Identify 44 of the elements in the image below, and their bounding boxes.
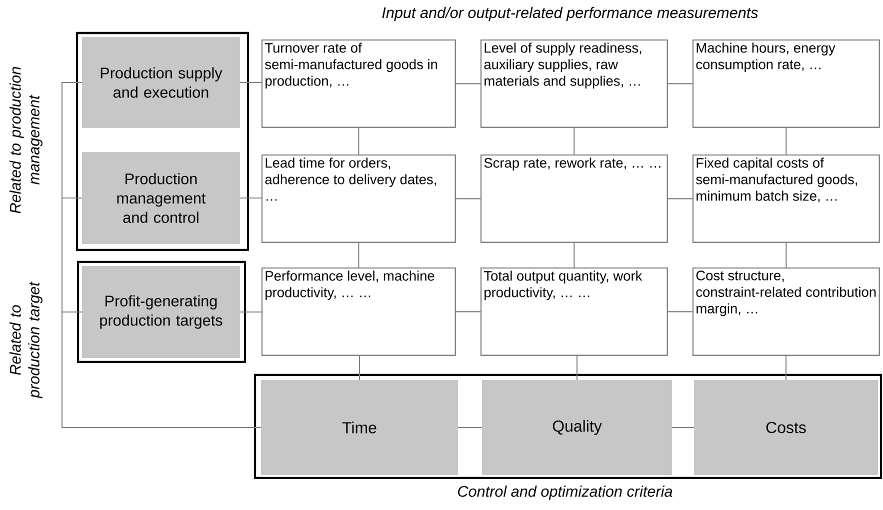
connector-line [455,198,481,200]
connector-line [61,197,82,313]
connector-line [574,127,575,155]
connector-line [240,82,262,84]
category-box: Profit-generating production targets [82,266,240,358]
measure-box: Total output quantity, work productivity, … … [480,267,668,356]
frame-box [76,32,250,252]
column-heading: Input and/or output-related performance measurements [382,6,758,22]
connector-line [672,426,694,428]
criterion-box: Costs [694,380,878,475]
frame-box [76,260,246,364]
connector-line [576,355,578,380]
connector-line [455,83,481,84]
measure-box: Fixed capital costs of semi-manufactured goods, minimum batch size, … [692,154,880,243]
category-box: Production management and control [82,152,240,244]
category-box: Production supply and execution [82,37,240,128]
criterion-box: Quality [482,380,672,475]
connector-line [61,82,82,199]
measure-box: Machine hours, energy consumption rate, … [692,39,880,128]
connector-line [240,197,262,199]
row-group-label: Related to production management [10,67,42,214]
connector-line [667,83,693,84]
measure-box: Lead time for orders, adherence to delivery dates, … [261,154,456,243]
connector-line [786,127,787,155]
heading: Control and optimization criteria [458,486,672,500]
connector-line [458,426,482,428]
measure-box: Level of supply readiness, auxiliary supplies, raw materials and supplies, … [480,39,668,128]
connector-line [667,198,693,200]
connector-line [240,311,262,313]
connector-line [574,242,575,268]
connector-line [61,311,261,428]
connector-line [785,355,787,380]
connector-line [786,242,787,268]
connector-line [455,311,481,312]
measure-box: Cost structure, constraint-related contribution margin, … [692,267,880,356]
measure-box: Performance level, machine productivity, … … [261,267,456,356]
criterion-box: Time [261,380,458,475]
connector-line [358,242,360,268]
connector-line [358,355,360,380]
measure-box: Scrap rate, rework rate, … … [480,154,668,243]
row-group-label: Related to production target [10,282,42,398]
connector-line [667,311,693,312]
connector-line [358,127,360,155]
measure-box: Turnover rate of semi-manufactured goods in production, … [261,39,456,128]
